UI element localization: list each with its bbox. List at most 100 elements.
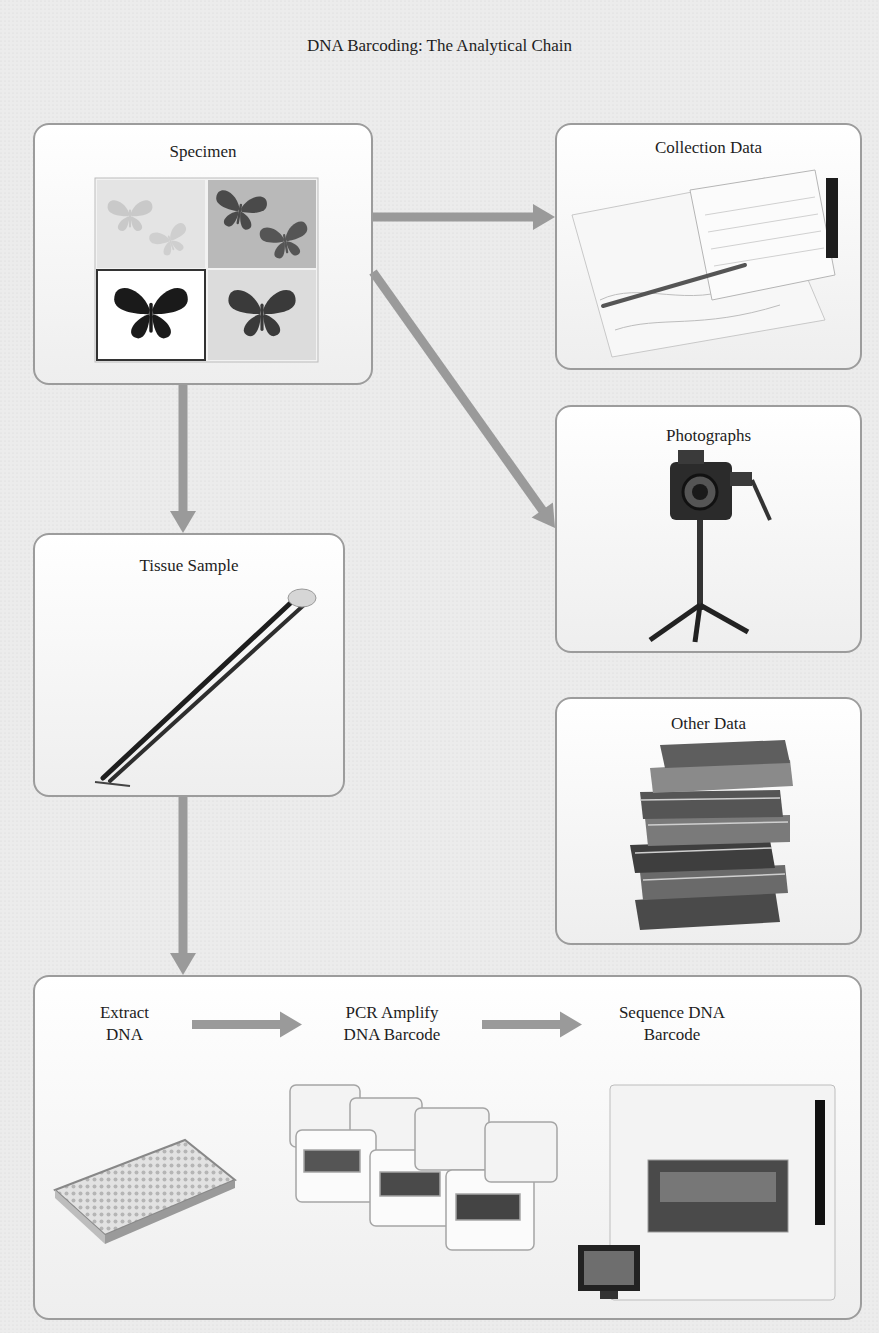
arrow-shaft: [482, 1020, 562, 1029]
box-grounds-part: [33, 975, 862, 1320]
camera-picture-part: [678, 450, 704, 464]
collection-papers-picture: [572, 170, 838, 357]
camera-picture: [650, 450, 770, 642]
specimen-picture-part: [95, 178, 318, 362]
arrow-head: [170, 953, 196, 975]
arrow-head: [532, 503, 555, 528]
collection-papers-picture-part: [826, 178, 838, 258]
specimen-picture-part: [97, 270, 205, 360]
specimen-picture-part: [212, 189, 269, 233]
camera-picture-part: [695, 605, 700, 642]
process-step: Sequence DNA Barcode: [582, 997, 762, 1052]
flow-arrow: [170, 797, 196, 975]
arrow-head: [280, 1012, 302, 1038]
process-step: PCR Amplify DNA Barcode: [302, 997, 482, 1052]
tweezers-picture-part: [103, 596, 298, 778]
box-grounds-part: [555, 405, 862, 653]
arrow-shaft: [373, 213, 535, 222]
data-box: Collection Data: [555, 123, 862, 370]
pcr-machines-picture: [290, 1085, 557, 1250]
arrow-head: [560, 1012, 582, 1038]
arrow-shaft: [179, 385, 188, 513]
specimen-picture-part: [259, 220, 312, 261]
camera-picture-part: [650, 605, 700, 640]
specimen-picture-part: [208, 180, 316, 268]
tweezers-picture-part: [288, 589, 316, 607]
pcr-machines-picture-part: [304, 1150, 360, 1172]
process-step: Extract DNA: [57, 997, 192, 1052]
books-picture-part: [660, 740, 790, 768]
arrow-shaft: [373, 272, 543, 512]
pcr-machines-picture-part: [380, 1172, 440, 1196]
flow-arrow: [170, 385, 196, 533]
camera-picture-part: [697, 520, 703, 610]
flow-arrow: [482, 1012, 582, 1038]
specimen-picture-part: [148, 222, 193, 260]
specimen-picture-part: [208, 270, 316, 360]
books-picture: [630, 740, 793, 930]
pcr-machines-picture-part: [456, 1194, 520, 1220]
step-label: Extract DNA: [84, 1002, 166, 1046]
tweezers-picture-part: [95, 782, 130, 786]
tweezers-picture-part: [110, 604, 305, 781]
extract-plate-picture-part: [55, 1190, 105, 1244]
tissue-box: Tissue Sample: [33, 533, 345, 797]
books-picture-part: [635, 798, 788, 880]
data-box: Other Data: [555, 697, 862, 945]
books-picture-part: [645, 815, 790, 846]
sequencer-picture-part: [584, 1251, 634, 1285]
camera-picture-part: [670, 462, 732, 520]
pcr-machines-picture-part: [415, 1108, 489, 1170]
tweezers-picture: [95, 589, 316, 786]
box-label: Photographs: [557, 425, 860, 447]
box-grounds-part: [555, 123, 862, 370]
camera-picture-part: [752, 480, 770, 520]
extract-plate-picture: [55, 1140, 235, 1244]
specimen-picture-part: [108, 200, 153, 231]
pcr-machines-picture-part: [296, 1130, 376, 1202]
books-picture-part: [640, 790, 783, 819]
specimen-picture-part: [114, 288, 188, 339]
collection-papers-picture-part: [603, 265, 745, 306]
collection-papers-picture-part: [705, 197, 824, 266]
flow-arrow: [373, 272, 555, 528]
collection-papers-picture-part: [690, 170, 835, 300]
sequencer-picture-part: [600, 1291, 618, 1299]
sequencer-picture-part: [815, 1100, 825, 1225]
camera-picture-part: [692, 484, 708, 500]
pcr-machines-picture-part: [485, 1122, 557, 1182]
specimen-picture: [95, 178, 318, 362]
arrow-shaft: [192, 1020, 282, 1029]
box-grounds-part: [33, 123, 373, 385]
sequencer-picture-part: [648, 1160, 788, 1232]
extract-plate-picture-part: [105, 1180, 235, 1244]
arrow-head: [533, 204, 555, 230]
camera-picture-part: [700, 605, 748, 632]
step-label: Sequence DNA Barcode: [613, 1002, 731, 1046]
specimen-picture-part: [228, 290, 295, 336]
box-label: Collection Data: [557, 137, 860, 159]
box-label: Specimen: [35, 141, 371, 163]
arrow-shaft: [179, 797, 188, 955]
box-grounds-part: [33, 533, 345, 797]
flow-arrow: [373, 204, 555, 230]
specimen-box: Specimen: [33, 123, 373, 385]
specimen-picture-part: [97, 180, 205, 268]
photo-box: Photographs: [555, 405, 862, 653]
diagram-title: DNA Barcoding: The Analytical Chain: [0, 36, 879, 56]
lab-band: Extract DNA PCR Amplify DNA Barcode Sequen…: [33, 975, 862, 1320]
camera-picture-part: [683, 475, 717, 509]
flow-arrow: [192, 1012, 302, 1038]
sequencer-picture-part: [660, 1172, 776, 1202]
camera-picture-part: [730, 472, 752, 486]
box-label: Tissue Sample: [35, 555, 343, 577]
arrow-head: [170, 511, 196, 533]
box-grounds: [33, 123, 862, 1320]
sequencer-picture: [578, 1085, 835, 1300]
box-label: Other Data: [557, 713, 860, 735]
box-grounds-part: [555, 697, 862, 945]
